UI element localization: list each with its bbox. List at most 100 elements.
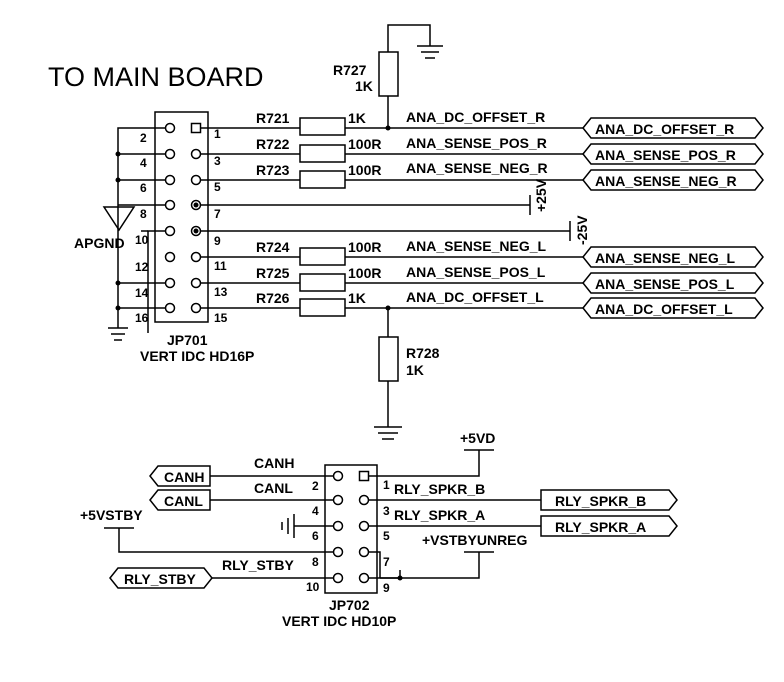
jp701-pin-13: 13 (214, 285, 228, 299)
p25v-label: +25V (533, 178, 549, 212)
port-sense-neg-l-label: ANA_SENSE_NEG_L (595, 250, 735, 266)
resistor-r728-group: R728 1K (374, 308, 440, 440)
p5vstby-label: +5VSTBY (80, 507, 143, 523)
r724-value: 100R (348, 239, 381, 255)
r724-ref: R724 (256, 239, 290, 255)
power-rails: +25V -25V (200, 178, 590, 245)
resistor-r727-group: R727 1K (333, 24, 443, 97)
port-rly-spkr-a-label: RLY_SPKR_A (555, 519, 646, 535)
resistor-r727 (378, 51, 399, 97)
port-rly-spkr-b-label: RLY_SPKR_B (555, 493, 646, 509)
jp701-type: VERT IDC HD16P (140, 348, 254, 364)
jp701-pin-12: 12 (135, 260, 149, 274)
port-rly-spkr-a (540, 515, 678, 537)
net-canl-label: CANL (254, 480, 293, 496)
jp701-pin-3: 3 (214, 154, 221, 168)
resistor-r721 (299, 117, 346, 136)
port-canh (149, 465, 211, 487)
jp702-body (324, 464, 378, 594)
r726-value: 1K (348, 290, 366, 306)
port-rly-stby-label: RLY_STBY (124, 571, 197, 587)
port-sense-pos-r (582, 143, 764, 165)
jp701-body (154, 111, 209, 323)
jp702-pin-4: 4 (312, 504, 319, 518)
jp701-pin-16: 16 (135, 311, 149, 325)
resistor-r723 (299, 170, 346, 189)
r728-value: 1K (406, 362, 424, 378)
port-dc-offset-l (582, 297, 764, 319)
jp701-pin-14: 14 (135, 286, 149, 300)
jp702-pin-7: 7 (383, 555, 390, 569)
jp701-pin-11: 11 (214, 259, 227, 273)
port-rly-spkr-b (540, 489, 678, 511)
jp701-pin-10: 10 (135, 233, 149, 247)
port-dc-offset-r-label: ANA_DC_OFFSET_R (595, 121, 734, 137)
port-sense-neg-r (582, 169, 764, 191)
jp701-ref: JP701 (167, 332, 208, 348)
port-sense-neg-r-label: ANA_SENSE_NEG_R (595, 173, 737, 189)
port-dc-offset-r (582, 117, 764, 139)
jp701-pin-6: 6 (140, 181, 147, 195)
port-sense-pos-l (582, 272, 764, 294)
net-sense-neg-r-label: ANA_SENSE_NEG_R (406, 160, 548, 176)
port-sense-neg-l (582, 246, 764, 268)
jp702-type: VERT IDC HD10P (282, 613, 396, 629)
r721-value: 1K (348, 110, 366, 126)
left-channel-nets: R724 100R ANA_SENSE_NEG_L R725 100R ANA_… (200, 238, 583, 317)
net-rly-stby-label: RLY_STBY (222, 557, 295, 573)
ground-icon-r728 (374, 426, 402, 440)
r728-ref: R728 (406, 345, 440, 361)
page-title: TO MAIN BOARD (48, 62, 264, 92)
net-rly-spkr-b-label: RLY_SPKR_B (394, 481, 485, 497)
p5vd-label: +5VD (460, 430, 495, 446)
r725-ref: R725 (256, 265, 290, 281)
port-canh-label: CANH (164, 469, 204, 485)
r721-ref: R721 (256, 110, 290, 126)
jp701-pin-4: 4 (140, 156, 147, 170)
net-rly-spkr-a-label: RLY_SPKR_A (394, 507, 485, 523)
jp701-pin-7: 7 (214, 207, 221, 221)
r727-ref: R727 (333, 62, 367, 78)
resistor-r722 (299, 144, 346, 163)
jp702-pin-2: 2 (312, 479, 319, 493)
jp702-wiring: CANH CANH CANL CANL +5VSTBY RLY_STBY RLY… (80, 430, 678, 589)
jp701-pin-5: 5 (214, 180, 221, 194)
jp702-pin-1: 1 (383, 478, 390, 492)
port-sense-pos-l-label: ANA_SENSE_POS_L (595, 276, 735, 292)
port-canl (149, 489, 211, 511)
ground-icon (108, 327, 128, 341)
net-dc-offset-l-label: ANA_DC_OFFSET_L (406, 289, 544, 305)
jp702-pin-9: 9 (383, 581, 390, 595)
ground-icon-r727 (417, 45, 443, 59)
jp701-pin-1: 1 (214, 127, 221, 141)
jp701-pin-9: 9 (214, 234, 221, 248)
port-dc-offset-l-label: ANA_DC_OFFSET_L (595, 301, 733, 317)
right-channel-nets: R721 1K ANA_DC_OFFSET_R R722 100R ANA_SE… (200, 96, 583, 189)
connector-jp702: 2 4 6 8 10 1 3 5 7 9 JP702 VERT IDC HD10… (282, 464, 396, 629)
net-sense-pos-r-label: ANA_SENSE_POS_R (406, 135, 547, 151)
jp702-pin-6: 6 (312, 529, 319, 543)
jp702-pin-10: 10 (306, 580, 320, 594)
net-sense-neg-l-label: ANA_SENSE_NEG_L (406, 238, 546, 254)
r722-ref: R722 (256, 136, 290, 152)
jp701-port-flags: ANA_DC_OFFSET_R ANA_SENSE_POS_R ANA_SENS… (582, 117, 764, 319)
r727-value: 1K (355, 78, 373, 94)
resistor-r726 (299, 298, 346, 317)
net-sense-pos-l-label: ANA_SENSE_POS_L (406, 264, 546, 280)
resistor-r724 (299, 247, 346, 266)
port-canl-label: CANL (164, 493, 203, 509)
jp702-ref: JP702 (329, 597, 370, 613)
r723-value: 100R (348, 162, 381, 178)
apgnd-label: APGND (74, 235, 125, 251)
connector-jp701: 2 4 6 8 10 12 14 16 1 3 5 7 9 11 13 15 J… (135, 111, 254, 364)
net-dc-offset-r-label: ANA_DC_OFFSET_R (406, 109, 545, 125)
jp702-pin-3: 3 (383, 504, 390, 518)
r723-ref: R723 (256, 162, 290, 178)
port-rly-stby (109, 567, 213, 589)
m25v-label: -25V (574, 215, 590, 245)
port-sense-pos-r-label: ANA_SENSE_POS_R (595, 147, 736, 163)
vstbyunreg-label: +VSTBYUNREG (422, 532, 528, 548)
jp702-pin-8: 8 (312, 555, 319, 569)
jp702-pin-5: 5 (383, 529, 390, 543)
jp701-ground-wiring: APGND (74, 127, 166, 341)
